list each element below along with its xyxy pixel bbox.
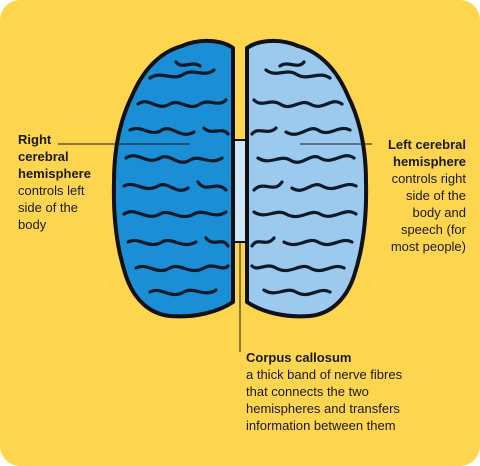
left-hemisphere-label: Left cerebral hemisphere controls right … <box>366 136 466 255</box>
corpus-callosum-desc-4: information between them <box>246 418 396 433</box>
left-hemisphere-desc-4: speech (for <box>400 222 466 237</box>
left-hemisphere-title-2: hemisphere <box>393 154 466 169</box>
right-hemisphere <box>111 39 235 319</box>
corpus-callosum <box>233 139 247 243</box>
left-hemisphere-desc-3: body and <box>412 205 467 220</box>
right-hemisphere-desc-2: side of the <box>18 200 78 215</box>
corpus-callosum-desc-1: a thick band of nerve fibres <box>246 367 403 382</box>
left-hemisphere <box>245 39 369 319</box>
left-hemisphere-title-1: Left cerebral <box>387 137 466 152</box>
left-hemisphere-folds <box>250 60 358 297</box>
corpus-callosum-desc-2: that connects the two <box>246 384 369 399</box>
right-hemisphere-desc-1: controls left <box>18 183 85 198</box>
right-hemisphere-label: Right cerebral hemisphere controls left … <box>18 131 128 233</box>
right-hemisphere-folds <box>122 60 230 297</box>
corpus-callosum-label: Corpus callosum a thick band of nerve fi… <box>246 349 466 434</box>
corpus-callosum-desc-3: hemispheres and transfers <box>246 401 400 416</box>
right-hemisphere-title-1: Right <box>18 132 52 147</box>
left-hemisphere-desc-5: most people) <box>390 239 466 254</box>
left-hemisphere-desc-1: controls right <box>391 171 466 186</box>
left-hemisphere-desc-2: side of the <box>406 188 466 203</box>
right-hemisphere-title-3: hemisphere <box>18 166 91 181</box>
corpus-callosum-title: Corpus callosum <box>246 350 352 365</box>
right-hemisphere-desc-3: body <box>18 217 47 232</box>
right-hemisphere-title-2: cerebral <box>18 149 69 164</box>
